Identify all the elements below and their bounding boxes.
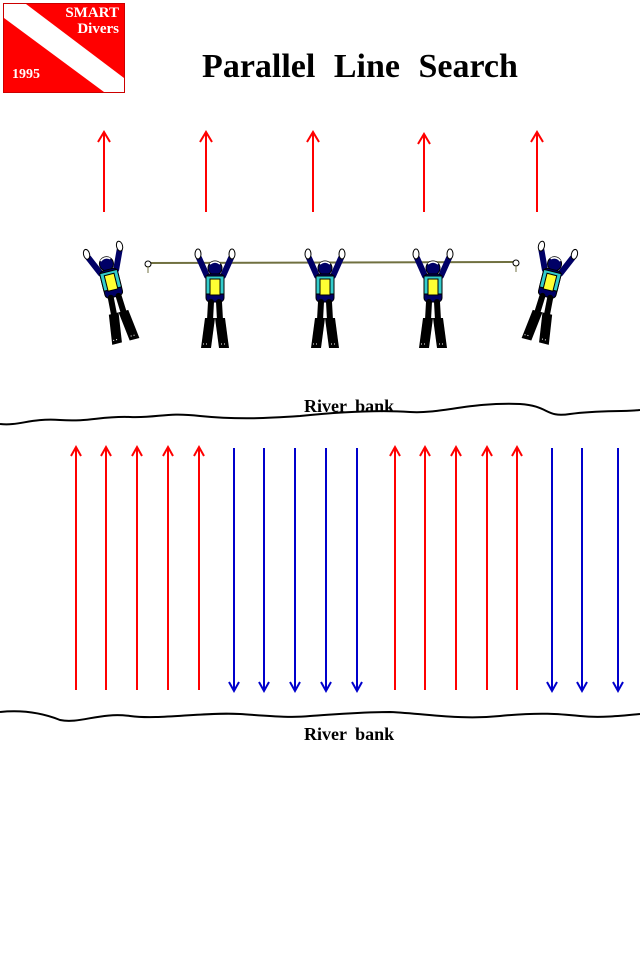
sweep-lane-down [289,448,301,694]
sweep-lane-down [320,448,332,694]
search-rope [144,259,520,273]
sweep-lane-up [162,444,174,690]
sweep-lane-down [351,448,363,694]
river-bank-lower [0,710,640,722]
river-bank-upper-label: River bank [304,396,395,416]
logo-text-smart: SMART [65,5,119,21]
diver-formation [82,241,578,348]
sweep-lane-up [511,444,523,690]
sweep-lane-up [419,444,431,690]
formation-arrow-5 [530,130,544,212]
diver-4 [413,249,453,348]
smart-divers-logo: SMART Divers 1995 [3,3,125,93]
sweep-lane-down [612,448,624,694]
formation-arrows [97,130,544,212]
sweep-lanes [70,444,624,694]
diver-3 [305,249,345,348]
sweep-lane-down [258,448,270,694]
sweep-lane-down [546,448,558,694]
formation-arrow-2 [199,130,213,212]
sweep-lane-down [228,448,240,694]
diver-5 [516,241,579,347]
diver-2 [195,249,235,348]
sweep-lane-up [100,444,112,690]
sweep-lane-up [70,444,82,690]
page-title: Parallel Line Search [202,48,518,85]
river-bank-lower-label: River bank [304,724,395,744]
logo-text-divers: Divers [77,21,119,37]
sweep-lane-down [576,448,588,694]
sweep-lane-up [450,444,462,690]
sweep-lane-up [131,444,143,690]
logo-year: 1995 [12,67,40,82]
formation-arrow-4 [417,132,431,212]
diver-1 [82,241,145,347]
river-bank-upper [0,402,640,426]
formation-arrow-3 [306,130,320,212]
sweep-lane-up [389,444,401,690]
sweep-lane-up [481,444,493,690]
formation-arrow-1 [97,130,111,212]
dive-flag-icon [4,4,124,92]
sweep-lane-up [193,444,205,690]
